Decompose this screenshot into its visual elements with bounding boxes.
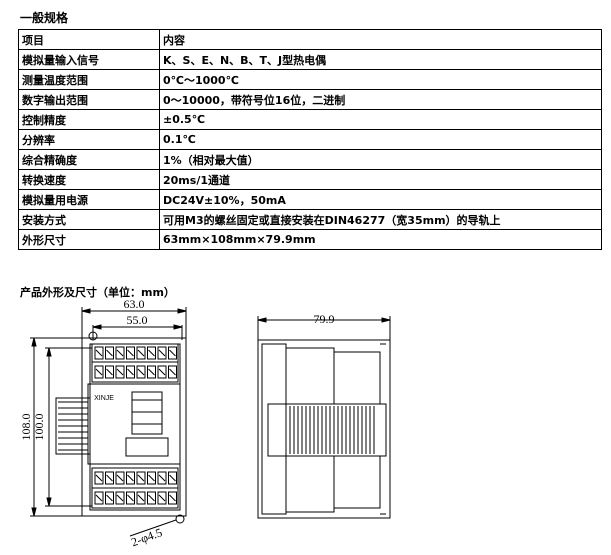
terminal-screw	[94, 365, 104, 379]
terminal-screw	[168, 346, 177, 360]
brand-logo: XINJE	[94, 395, 114, 402]
dim-depth: 79.9	[314, 312, 335, 326]
terminal-screw	[147, 491, 156, 505]
table-header-row: 项目内容	[18, 29, 602, 50]
item-cell: 安装方式	[18, 209, 160, 230]
terminal-screw	[157, 346, 167, 360]
dim-height-inner: 100.0	[32, 414, 46, 441]
terminal-screw	[94, 471, 104, 485]
item-cell: 数字输出范围	[18, 89, 160, 110]
terminal-screw	[157, 471, 167, 485]
content-cell: 0℃～1000℃	[159, 69, 602, 90]
content-cell: K、S、E、N、B、T、J型热电偶	[159, 49, 602, 70]
content-cell: 0.1℃	[159, 129, 602, 150]
item-cell: 测量温度范围	[18, 69, 160, 90]
item-cell: 控制精度	[18, 109, 160, 130]
terminal-screw	[115, 365, 125, 379]
terminal-screw	[157, 365, 167, 379]
terminal-screw	[136, 365, 146, 379]
terminal-screw	[126, 471, 135, 485]
content-cell: 可用M3的螺丝固定或直接安装在DIN46277（宽35mm）的导轨上	[159, 209, 602, 230]
terminal-screw	[126, 365, 135, 379]
terminal-screw	[115, 471, 125, 485]
item-cell: 模拟量输入信号	[18, 49, 160, 70]
terminal-screw	[136, 491, 146, 505]
terminal-screw	[94, 491, 104, 505]
terminal-screw	[147, 471, 156, 485]
terminal-screw	[115, 346, 125, 360]
item-cell: 项目	[18, 29, 160, 50]
terminal-screw	[126, 346, 135, 360]
dim-height-outer: 108.0	[19, 414, 33, 441]
item-cell: 综合精确度	[18, 149, 160, 170]
terminal-screw	[105, 346, 114, 360]
side-view	[257, 316, 391, 519]
content-cell: DC24V±10%，50mA	[159, 189, 602, 210]
dim-width-outer: 63.0	[124, 297, 145, 311]
dimension-drawing: 63.0 55.0 108.0 100.0 2-φ4.5 XINJE 79.9	[19, 297, 391, 549]
content-cell: ±0.5℃	[159, 109, 602, 130]
terminal-screw	[136, 346, 146, 360]
content-cell: 20ms/1通道	[159, 169, 602, 190]
terminal-screw	[105, 365, 114, 379]
section-title: 一般规格	[20, 11, 69, 25]
dim-hole: 2-φ4.5	[129, 525, 164, 549]
front-view	[30, 307, 187, 537]
content-cell: 0～10000，带符号位16位，二进制	[159, 89, 602, 110]
item-cell: 转换速度	[18, 169, 160, 190]
terminal-screw	[168, 491, 177, 505]
terminal-screw	[94, 346, 104, 360]
terminal-screw	[136, 471, 146, 485]
terminal-screw	[105, 471, 114, 485]
terminal-screw	[147, 346, 156, 360]
terminal-screw	[115, 491, 125, 505]
terminal-screw	[105, 491, 114, 505]
table-row: 控制精度±0.5℃	[18, 109, 602, 130]
item-cell: 模拟量用电源	[18, 189, 160, 210]
content-cell: 1%（相对最大值）	[159, 149, 602, 170]
terminal-screw	[168, 365, 177, 379]
item-cell: 分辨率	[18, 129, 160, 150]
terminal-screw	[157, 491, 167, 505]
terminal-screw	[147, 365, 156, 379]
terminal-screw	[126, 491, 135, 505]
item-cell: 外形尺寸	[18, 229, 160, 250]
content-cell: 63mm×108mm×79.9mm	[159, 229, 602, 250]
terminal-screw	[168, 471, 177, 485]
content-cell: 内容	[159, 29, 602, 50]
table-row: 安装方式可用M3的螺丝固定或直接安装在DIN46277（宽35mm）的导轨上	[18, 209, 602, 230]
dimension-title: 产品外形及尺寸（单位：mm）	[20, 286, 175, 299]
dim-width-inner: 55.0	[127, 313, 148, 327]
